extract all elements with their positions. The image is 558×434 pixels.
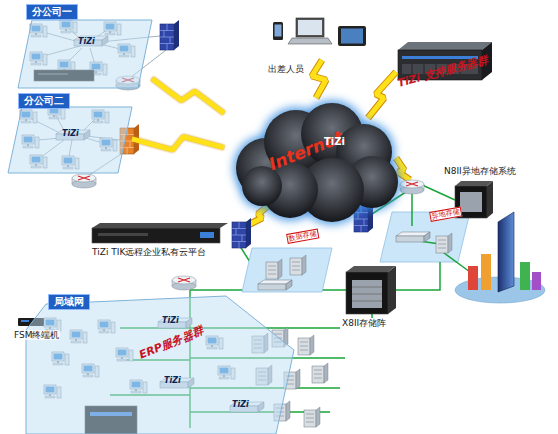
storage-face (352, 280, 382, 308)
server (298, 335, 314, 355)
server (436, 233, 452, 253)
terminal-led (21, 320, 29, 322)
switch (396, 232, 430, 242)
storage-top (346, 266, 396, 272)
device-label: 出差人员 (268, 64, 304, 74)
server-bezel (98, 233, 148, 236)
chart-bar (520, 262, 530, 290)
network-zone (380, 212, 470, 262)
rack-top (92, 223, 228, 228)
tablet (338, 26, 366, 46)
device-brand: TiZi (324, 136, 345, 148)
storage-top (455, 181, 493, 186)
firewall (160, 20, 179, 50)
tablet-screen (341, 29, 363, 44)
device-brand: TiZi (162, 316, 179, 325)
lightning-link (132, 137, 224, 150)
device-label: X8II存储阵 (342, 318, 386, 328)
group-area (8, 107, 132, 173)
firewall (232, 218, 251, 248)
lightning-outline (312, 60, 326, 98)
internet-cloud: InternetTiZi (224, 90, 400, 222)
node-outline (26, 290, 294, 434)
group-heading: 分公司二 (18, 93, 70, 109)
device-brand: TiZi (62, 129, 79, 138)
server (312, 363, 328, 383)
laptop-base (288, 38, 332, 44)
lightning-outline (368, 72, 396, 118)
device-brand: TiZi (164, 376, 181, 385)
server (266, 259, 282, 279)
device-brand: TiZi (232, 400, 249, 409)
group-area (26, 296, 294, 434)
group-heading: 局域网 (48, 294, 90, 310)
device-label: N8II异地存储系统 (444, 166, 516, 176)
laptop-screen (298, 20, 322, 35)
group-heading: 分公司一 (26, 4, 78, 20)
cloud-glow (233, 100, 401, 225)
storage-side (388, 266, 396, 314)
lightning-bolt (312, 60, 326, 98)
server (290, 255, 306, 275)
chart-bar (481, 254, 491, 290)
server-led (200, 232, 214, 238)
rack-top (398, 42, 492, 50)
chart-bar (468, 266, 478, 290)
bay-lines (352, 287, 382, 301)
group-area (18, 20, 152, 88)
switch (258, 280, 292, 290)
router (400, 180, 424, 194)
phone (273, 22, 283, 40)
tower-building (498, 212, 514, 292)
lightning-link (152, 78, 224, 113)
storage-array (346, 272, 388, 314)
chart-bar (532, 272, 541, 290)
server (304, 407, 320, 427)
network-zone (242, 248, 332, 292)
lightning-bolt (368, 72, 396, 118)
laptop-lid (296, 18, 324, 37)
device-label: TiZi TIK远程企业私有云平台 (92, 247, 206, 257)
network-group: 局域网TiZiTiZiTiZi (26, 290, 294, 434)
network-group: 分公司一 TiZi (18, 4, 152, 88)
router (172, 276, 196, 290)
rack-server (92, 228, 220, 243)
phone-screen (275, 25, 282, 37)
device-label: FSM终端机 (14, 330, 60, 340)
zone-label: 数据存储 (286, 229, 319, 244)
router (72, 174, 96, 188)
storage-face (460, 192, 482, 212)
storage-side (487, 181, 493, 218)
cloud-body (236, 103, 398, 222)
device-brand: TiZi (78, 37, 95, 46)
network-group: 分公司二 TiZi (8, 93, 132, 173)
